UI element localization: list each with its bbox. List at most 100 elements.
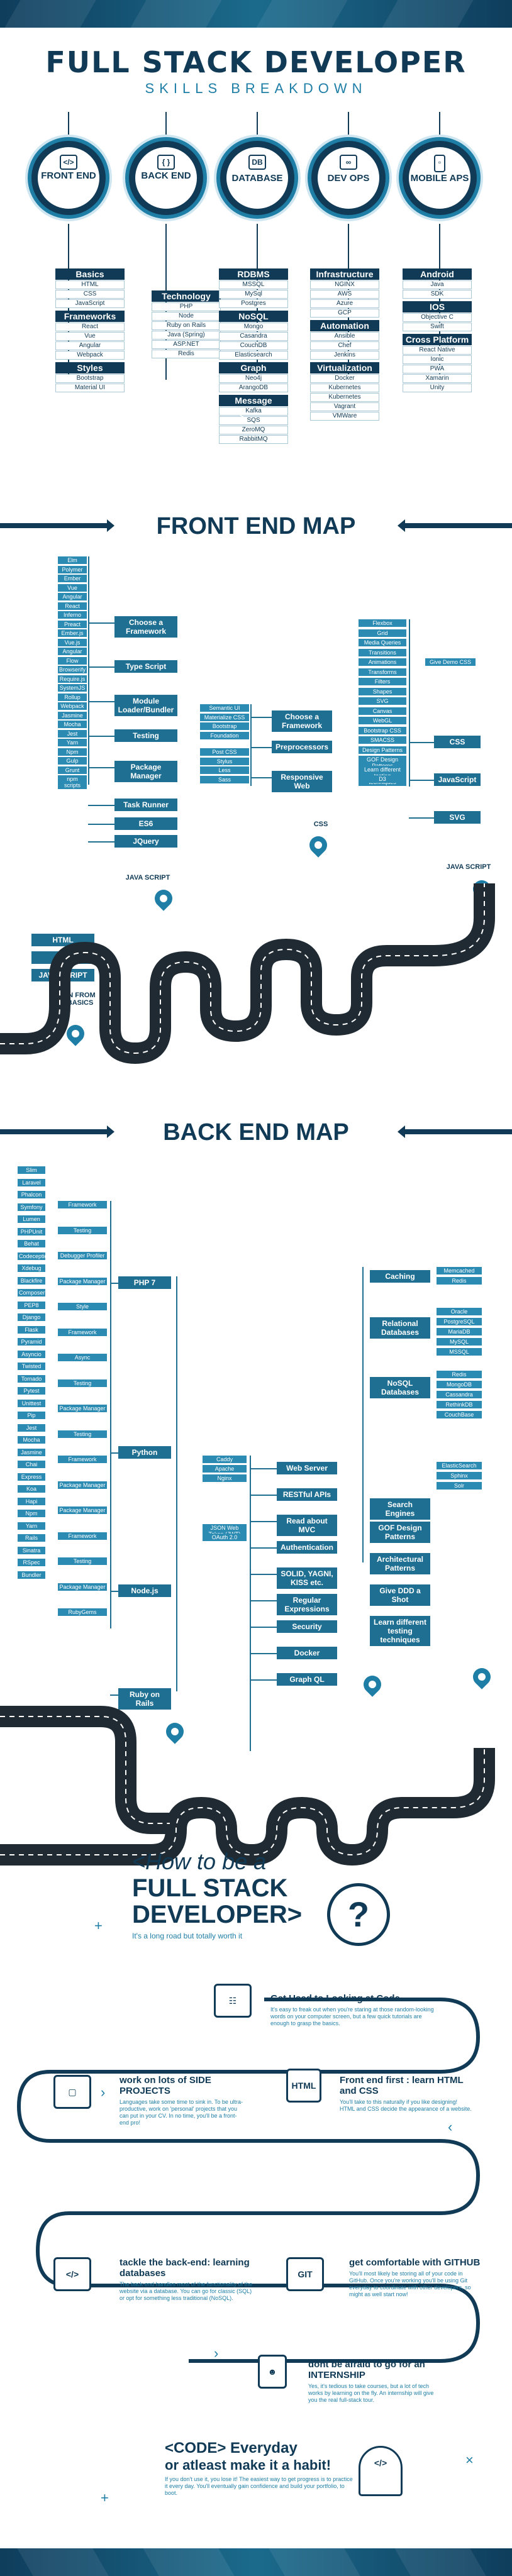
front-map-subitem: Materialize CSS xyxy=(200,713,249,721)
connector-line xyxy=(176,1276,177,1691)
front-map-subitem: Bootstrap CSS xyxy=(359,726,406,734)
front-map-subitem: Media Queries xyxy=(359,639,406,646)
front-map-subitem: Angular xyxy=(58,593,87,600)
front-map-subitem: Jest xyxy=(58,729,87,738)
connector-line xyxy=(250,1653,277,1654)
back-map-subitem: Framework xyxy=(58,1328,107,1336)
back-map-topic: Relational Databases xyxy=(370,1317,430,1339)
back-map-subitem: Xdebug xyxy=(18,1264,45,1272)
front-map-subitem: Ember xyxy=(58,575,87,582)
back-map-subitem: PEP8 xyxy=(18,1301,45,1309)
front-map-subitem: Filters xyxy=(359,678,406,685)
connector-line xyxy=(362,1267,364,1562)
front-map-subitem: Semantic UI xyxy=(200,704,249,712)
back-map-subitem: Redis xyxy=(437,1371,482,1378)
back-map-subitem: Solr xyxy=(437,1482,482,1490)
back-map-subitem: PHPUnit xyxy=(18,1227,45,1235)
back-map-subitem: Symfony xyxy=(18,1203,45,1211)
front-map-subitem: Angular xyxy=(58,648,87,655)
database-icon: DB xyxy=(248,155,266,170)
front-map-pin-label: CSS xyxy=(313,821,328,828)
back-map-subitem: Phalcon xyxy=(18,1191,45,1198)
step-github: get comfortable with GITHUB You'll most … xyxy=(349,2257,481,2297)
front-map-subitem: D3 xyxy=(359,775,406,783)
back-map-language: Ruby on Rails xyxy=(118,1688,171,1710)
front-map-subitem: Less xyxy=(200,766,249,774)
connector-line xyxy=(88,666,114,668)
back-map-subitem: Jasmine xyxy=(18,1448,45,1456)
back-map-topic: SOLID, YAGNI, KISS etc. xyxy=(277,1567,337,1589)
back-map-subitem: Pip xyxy=(18,1412,45,1419)
connector-line xyxy=(250,1600,277,1601)
connector-line xyxy=(110,1452,118,1454)
front-map-topic: Preprocessors xyxy=(272,741,332,753)
back-map-subitem: Hapi xyxy=(18,1497,45,1505)
connector-line xyxy=(409,742,434,743)
back-map-topic: Caching xyxy=(370,1270,430,1283)
back-map-subitem: MariaDB xyxy=(437,1328,482,1335)
back-map-subitem: Rails xyxy=(18,1534,45,1542)
image-frame-icon: ▢ xyxy=(53,2075,91,2109)
connector-line xyxy=(250,1574,277,1575)
front-map-subitem: React xyxy=(58,602,87,610)
front-map-topic: Choose a Framework xyxy=(272,710,332,732)
front-map-subitem: Foundation xyxy=(200,731,249,739)
front-map-topic: Responsive Web xyxy=(272,771,332,792)
back-map-topic: Graph QL xyxy=(277,1673,337,1686)
back-map-subitem: Tornado xyxy=(18,1374,45,1383)
connector-line xyxy=(88,767,114,768)
step-internship: dont be afraid to go for an INTERNSHIP Y… xyxy=(308,2359,434,2403)
front-map-subitem: Yarn xyxy=(58,739,87,746)
back-map-subitem: Async xyxy=(58,1354,107,1361)
front-map-pin-label: JAVA SCRIPT xyxy=(446,863,491,871)
back-map-subitem: Cassandra xyxy=(437,1391,482,1398)
front-map-subitem: Elm xyxy=(58,556,87,564)
back-map-subitem: Chai xyxy=(18,1461,45,1468)
bottom-banner xyxy=(0,2548,512,2576)
connector-line xyxy=(250,1456,251,1751)
back-map-topic: NoSQL Databases xyxy=(370,1377,430,1398)
infinity-icon: ∞ xyxy=(340,155,357,170)
connector-line xyxy=(110,1201,111,1628)
developer-avatar-icon: </> xyxy=(359,2446,403,2496)
connector-line xyxy=(88,622,114,624)
connector-line xyxy=(88,556,89,785)
step-databases: tackle the back-end: learning databases … xyxy=(120,2257,253,2301)
back-map-subitem: Twisted xyxy=(18,1363,45,1370)
front-map-subitem: Shapes xyxy=(359,687,406,695)
back-map-subitem: Yarn xyxy=(18,1522,45,1530)
step-code-everyday: <CODE> Everyday or atleast make it a hab… xyxy=(165,2440,353,2496)
front-map-subitem: Gulp xyxy=(58,757,87,765)
back-map-subitem: Pytest xyxy=(18,1387,45,1395)
back-map-subitem: Caddy xyxy=(203,1456,247,1463)
back-map-topic: Read about MVC xyxy=(277,1515,337,1536)
back-end-road xyxy=(0,1706,495,1866)
html-doc-icon: HTML xyxy=(286,2069,321,2103)
step-side-projects: work on lots of SIDE PROJECTS Languages … xyxy=(120,2075,243,2126)
front-map-subitem: Animations xyxy=(359,658,406,666)
front-map-subitem: Bootstrap xyxy=(200,722,249,730)
front-map-subitem: Post CSS xyxy=(200,748,249,756)
front-map-subitem: Webpack xyxy=(58,702,87,710)
page-title: FULL STACK DEVELOPER xyxy=(45,45,467,79)
step-front-end-first: Front end first : learn HTML and CSS You… xyxy=(340,2075,472,2112)
connector-line xyxy=(88,841,114,843)
connector-line xyxy=(250,1495,277,1496)
back-map-subitem: RubyGems xyxy=(58,1608,107,1616)
back-map-subitem: Codeception xyxy=(18,1252,51,1260)
group-title: Frameworks xyxy=(55,311,125,322)
back-map-subitem: Memcached xyxy=(437,1267,482,1274)
code-brackets-icon: </> xyxy=(53,2257,91,2291)
back-map-subitem: RSpec xyxy=(18,1559,45,1566)
front-map-subitem: Canvas xyxy=(359,707,406,715)
connector-line xyxy=(250,777,272,778)
back-map-subitem: Laravel xyxy=(18,1178,45,1186)
page-subtitle: SKILLS BREAKDOWN xyxy=(145,80,367,96)
connector-line xyxy=(88,824,114,825)
back-map-subitem: Koa xyxy=(18,1485,45,1493)
back-map-subitem: Bundler xyxy=(18,1571,45,1579)
back-map-subitem: Testing xyxy=(58,1226,107,1234)
connector-line xyxy=(110,1591,118,1592)
connector-line xyxy=(88,701,114,702)
back-map-subitem: Debugger Profiler xyxy=(58,1252,107,1259)
